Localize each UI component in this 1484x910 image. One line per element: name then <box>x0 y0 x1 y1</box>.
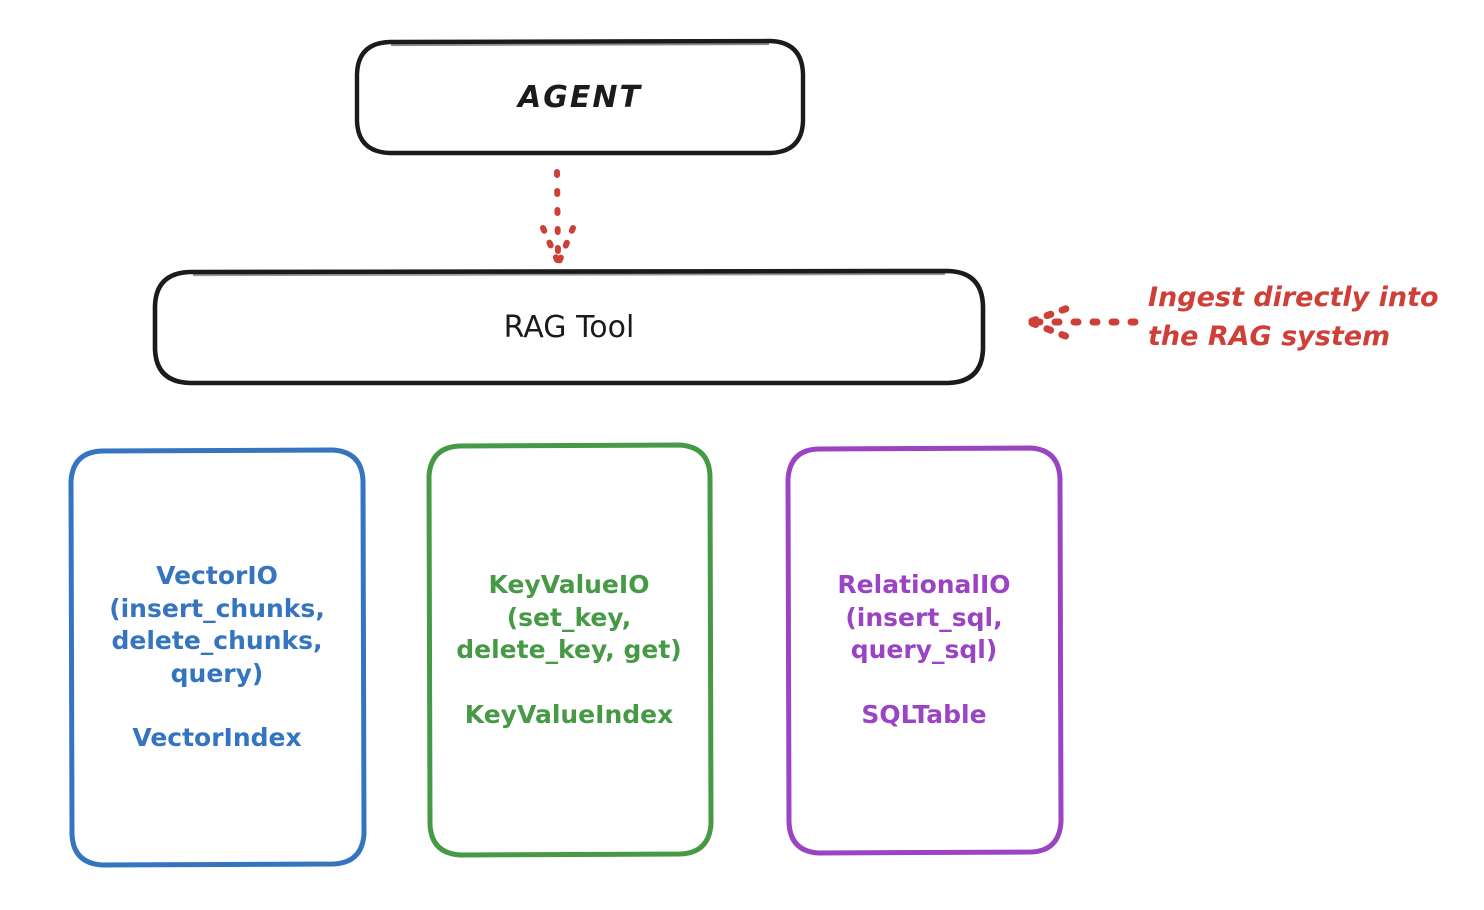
agent-to-rag-connector <box>540 169 576 265</box>
relational-store-node-shape[interactable] <box>785 445 1064 856</box>
ingest-note-connector <box>1028 304 1144 341</box>
agent-node-shape[interactable] <box>354 38 806 156</box>
keyvalue-store-node-shape[interactable] <box>426 442 714 858</box>
vector-store-node-shape[interactable] <box>68 447 367 868</box>
rag-tool-node-shape[interactable] <box>152 268 986 386</box>
